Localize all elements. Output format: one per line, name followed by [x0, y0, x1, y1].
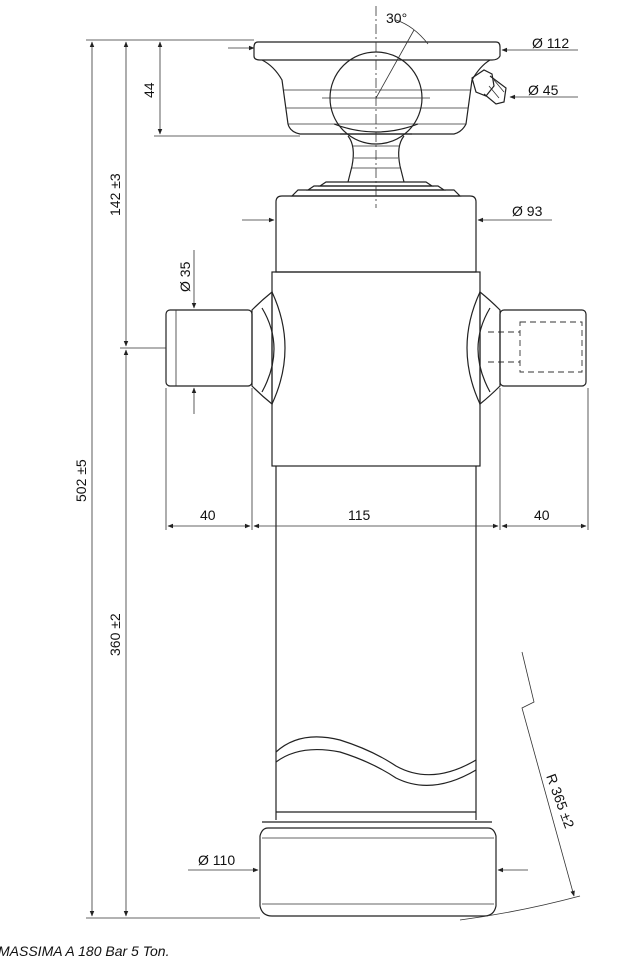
diameter-pin-label: Ø 35: [177, 261, 193, 292]
height-upper-label: 142 ±3: [107, 173, 123, 216]
caption: MASSIMA A 180 Bar 5 Ton.: [0, 943, 169, 959]
width-left-label: 40: [200, 507, 216, 523]
height-lower-label: 360 ±2: [107, 613, 123, 656]
diameter-base-label: Ø 110: [198, 852, 235, 868]
diameter-top-label: Ø 112: [532, 35, 569, 51]
dimension-labels: 30° Ø 112 Ø 45 Ø 93 Ø 110 Ø 35 44 142 ±3…: [0, 10, 578, 959]
collar: [271, 271, 481, 467]
upper-tube: [275, 195, 477, 273]
top-head: [253, 41, 501, 135]
height-total-label: 502 ±5: [73, 459, 89, 502]
grease-nipple: [471, 69, 507, 105]
outer-tube: [275, 466, 477, 820]
right-trunnion: [466, 290, 587, 406]
left-trunnion: [165, 290, 286, 406]
dimension-lines: [86, 39, 589, 921]
width-middle-label: 115: [348, 507, 371, 523]
diameter-upper-label: Ø 93: [512, 203, 543, 219]
angle-label: 30°: [386, 10, 407, 26]
base: [259, 821, 497, 917]
height-head-label: 44: [141, 82, 157, 98]
center-axis: [322, 6, 430, 208]
radius-label: R 365 ±2: [543, 772, 578, 831]
width-right-label: 40: [534, 507, 550, 523]
diameter-ball-label: Ø 45: [528, 82, 559, 98]
